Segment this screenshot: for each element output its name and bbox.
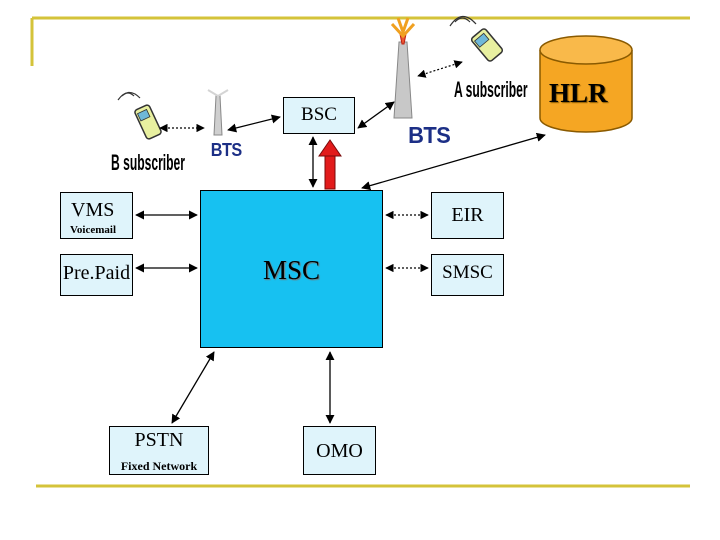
msc-label: MSC <box>262 255 321 285</box>
omo-label: OMO <box>316 440 363 462</box>
a-subscriber-phone-icon <box>449 15 504 62</box>
pstn-sublabel: Fixed Network <box>120 459 198 473</box>
vms-label: VMS <box>71 199 115 221</box>
hlr-database-icon <box>539 35 633 133</box>
omo-node: OMO <box>303 426 376 475</box>
smsc-label: SMSC <box>442 262 493 283</box>
eir-label: EIR <box>451 204 484 226</box>
bts-right-label: BTS <box>408 122 451 148</box>
b-subscriber-label: B subscriber <box>111 150 185 175</box>
b-subscriber-phone-icon <box>117 91 162 140</box>
bts-right-tower-icon <box>390 17 416 119</box>
pstn-label: PSTN <box>134 429 184 451</box>
link-bts-left-bsc <box>227 114 281 133</box>
bts-left-label: BTS <box>210 140 242 160</box>
pstn-node: PSTN Fixed Network <box>109 426 209 475</box>
link-bsc-bts-right <box>357 101 395 129</box>
signal-arrow <box>318 139 342 190</box>
prepaid-node: Pre.Paid <box>60 254 133 296</box>
vms-sublabel: Voicemail <box>70 224 117 236</box>
a-subscriber-label: A subscriber <box>454 77 528 102</box>
link-hlr-msc <box>361 132 546 191</box>
msc-node: MSC <box>200 190 383 348</box>
smsc-node: SMSC <box>431 254 504 296</box>
link-msc-pstn <box>171 351 215 424</box>
link-a-subscriber-bts <box>417 60 463 78</box>
hlr-label: HLR <box>549 78 608 108</box>
bsc-node: BSC <box>283 97 355 134</box>
bts-left-tower-icon <box>207 89 229 136</box>
prepaid-label: Pre.Paid <box>62 262 131 284</box>
vms-node: VMS Voicemail <box>60 192 133 239</box>
slide-frame <box>30 16 690 488</box>
bsc-label: BSC <box>301 104 337 125</box>
eir-node: EIR <box>431 192 504 239</box>
